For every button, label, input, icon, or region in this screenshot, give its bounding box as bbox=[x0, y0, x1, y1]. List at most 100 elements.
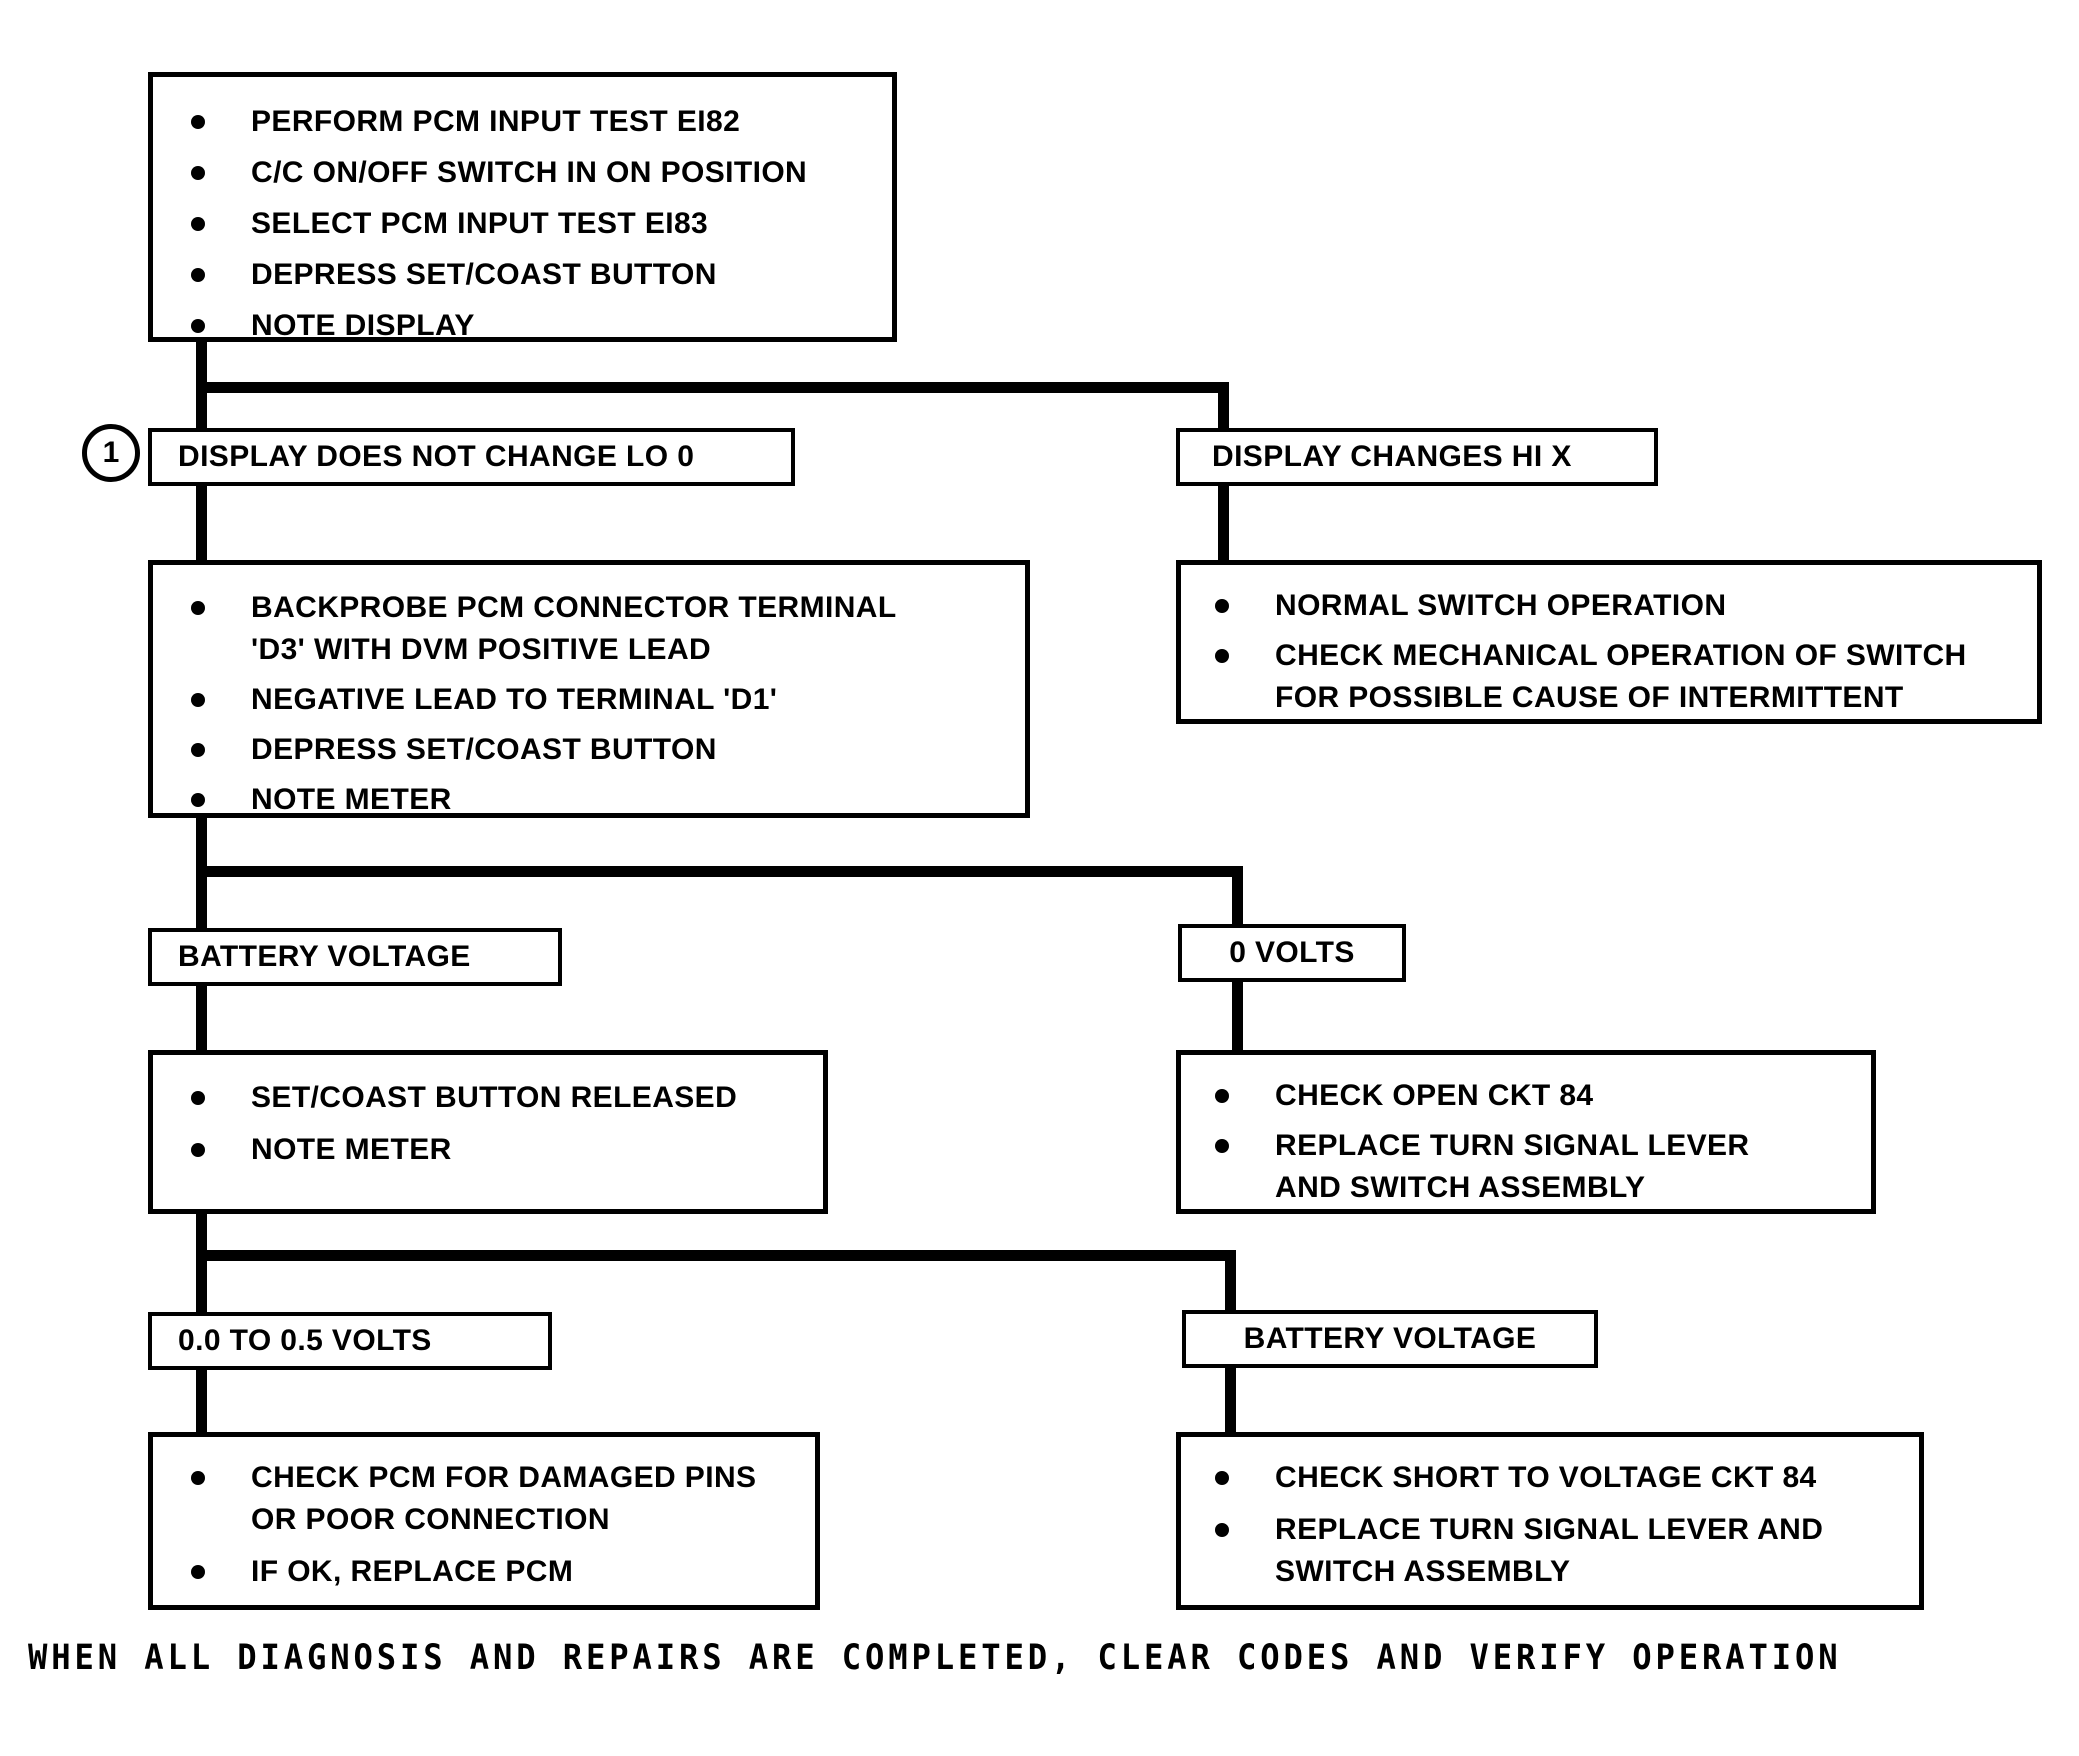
list-item: C/C ON/OFF SWITCH IN ON POSITION bbox=[191, 152, 930, 194]
list-item: NOTE METER bbox=[191, 1129, 861, 1171]
short-ckt-bullet-list: CHECK SHORT TO VOLTAGE CKT 84 REPLACE TU… bbox=[1181, 1437, 1953, 1593]
list-item: NOTE METER bbox=[191, 779, 1063, 821]
list-item: CHECK MECHANICAL OPERATION OF SWITCH FOR… bbox=[1215, 635, 2071, 719]
node-released-test: SET/COAST BUTTON RELEASED NOTE METER bbox=[148, 1050, 828, 1214]
list-item: CHECK OPEN CKT 84 bbox=[1215, 1075, 1905, 1117]
node-display-does-not-change: DISPLAY DOES NOT CHANGE LO 0 bbox=[148, 428, 795, 486]
connector-drop-left-3 bbox=[196, 1250, 207, 1318]
node-short-ckt: CHECK SHORT TO VOLTAGE CKT 84 REPLACE TU… bbox=[1176, 1432, 1924, 1610]
bullet-icon bbox=[191, 268, 205, 282]
open-ckt-item-0: CHECK OPEN CKT 84 bbox=[1275, 1079, 1594, 1112]
short-ckt-item-1: REPLACE TURN SIGNAL LEVER AND SWITCH ASS… bbox=[1275, 1513, 1824, 1588]
list-item: BACKPROBE PCM CONNECTOR TERMINAL 'D3' WI… bbox=[191, 587, 1063, 671]
start-test-item-0: PERFORM PCM INPUT TEST EI82 bbox=[251, 105, 741, 138]
connector-split-bar-3 bbox=[196, 1250, 1236, 1261]
list-item: SET/COAST BUTTON RELEASED bbox=[191, 1077, 861, 1119]
connector-battery1-to-released bbox=[196, 982, 207, 1054]
bullet-icon bbox=[1215, 599, 1229, 613]
bullet-icon bbox=[1215, 1523, 1229, 1537]
connector-drop-left-1 bbox=[196, 382, 207, 430]
connector-split-bar-2 bbox=[196, 866, 1243, 877]
backprobe-item-1: NEGATIVE LEAD TO TERMINAL 'D1' bbox=[251, 683, 778, 716]
node-backprobe-test: BACKPROBE PCM CONNECTOR TERMINAL 'D3' WI… bbox=[148, 560, 1030, 818]
bullet-icon bbox=[191, 1471, 205, 1485]
backprobe-bullet-list: BACKPROBE PCM CONNECTOR TERMINAL 'D3' WI… bbox=[153, 565, 1063, 821]
normal-switch-item-0: NORMAL SWITCH OPERATION bbox=[1275, 589, 1727, 622]
list-item: SELECT PCM INPUT TEST EI83 bbox=[191, 203, 930, 245]
start-test-item-4: NOTE DISPLAY bbox=[251, 309, 475, 342]
connector-backprobe-stub bbox=[196, 812, 207, 872]
node-normal-switch: NORMAL SWITCH OPERATION CHECK MECHANICAL… bbox=[1176, 560, 2042, 724]
footer-note: WHEN ALL DIAGNOSIS AND REPAIRS ARE COMPL… bbox=[28, 1638, 1842, 1678]
connector-drop-right-3 bbox=[1225, 1250, 1236, 1318]
list-item: PERFORM PCM INPUT TEST EI82 bbox=[191, 101, 930, 143]
battery-voltage-1-label: BATTERY VOLTAGE bbox=[178, 940, 471, 973]
connector-lowvolts-to-pcmcheck bbox=[196, 1368, 207, 1436]
connector-battery2-to-shortckt bbox=[1225, 1368, 1236, 1436]
bullet-icon bbox=[191, 693, 205, 707]
node-start-test: PERFORM PCM INPUT TEST EI82 C/C ON/OFF S… bbox=[148, 72, 897, 342]
connector-drop-right-1 bbox=[1218, 382, 1229, 430]
node-display-changes: DISPLAY CHANGES HI X bbox=[1176, 428, 1658, 486]
bullet-icon bbox=[1215, 1139, 1229, 1153]
pcm-check-bullet-list: CHECK PCM FOR DAMAGED PINS OR POOR CONNE… bbox=[153, 1437, 853, 1593]
bullet-icon bbox=[191, 1565, 205, 1579]
bullet-icon bbox=[1215, 649, 1229, 663]
connector-start-stub bbox=[196, 340, 207, 388]
bullet-icon bbox=[191, 601, 205, 615]
backprobe-item-0: BACKPROBE PCM CONNECTOR TERMINAL 'D3' WI… bbox=[251, 591, 897, 666]
backprobe-item-2: DEPRESS SET/COAST BUTTON bbox=[251, 733, 717, 766]
bullet-icon bbox=[1215, 1089, 1229, 1103]
short-ckt-item-0: CHECK SHORT TO VOLTAGE CKT 84 bbox=[1275, 1461, 1817, 1494]
bullet-icon bbox=[191, 1143, 205, 1157]
released-test-item-1: NOTE METER bbox=[251, 1133, 452, 1166]
list-item: NOTE DISPLAY bbox=[191, 305, 930, 347]
bullet-icon bbox=[191, 793, 205, 807]
normal-switch-bullet-list: NORMAL SWITCH OPERATION CHECK MECHANICAL… bbox=[1181, 565, 2071, 719]
list-item: NORMAL SWITCH OPERATION bbox=[1215, 585, 2071, 627]
node-open-ckt: CHECK OPEN CKT 84 REPLACE TURN SIGNAL LE… bbox=[1176, 1050, 1876, 1214]
connector-drop-left-2 bbox=[196, 866, 207, 932]
connector-drop-right-2 bbox=[1232, 866, 1243, 932]
connector-split-bar-1 bbox=[196, 382, 1229, 393]
list-item: CHECK PCM FOR DAMAGED PINS OR POOR CONNE… bbox=[191, 1457, 853, 1541]
node-pcm-check: CHECK PCM FOR DAMAGED PINS OR POOR CONNE… bbox=[148, 1432, 820, 1610]
start-test-item-2: SELECT PCM INPUT TEST EI83 bbox=[251, 207, 709, 240]
list-item: NEGATIVE LEAD TO TERMINAL 'D1' bbox=[191, 679, 1063, 721]
connector-released-stub bbox=[196, 1166, 207, 1266]
normal-switch-item-1: CHECK MECHANICAL OPERATION OF SWITCH FOR… bbox=[1275, 639, 1967, 714]
start-test-item-1: C/C ON/OFF SWITCH IN ON POSITION bbox=[251, 156, 808, 189]
bullet-icon bbox=[191, 1091, 205, 1105]
low-volts-label: 0.0 TO 0.5 VOLTS bbox=[178, 1324, 432, 1357]
node-battery-voltage-2: BATTERY VOLTAGE bbox=[1182, 1310, 1598, 1368]
bullet-icon bbox=[191, 115, 205, 129]
step-marker-1: 1 bbox=[82, 424, 140, 482]
connector-zero-to-openckt bbox=[1232, 982, 1243, 1054]
bullet-icon bbox=[191, 743, 205, 757]
start-test-bullet-list: PERFORM PCM INPUT TEST EI82 C/C ON/OFF S… bbox=[153, 77, 930, 347]
node-low-volts: 0.0 TO 0.5 VOLTS bbox=[148, 1312, 552, 1370]
bullet-icon bbox=[191, 217, 205, 231]
connector-left-1-to-backprobe bbox=[196, 480, 207, 565]
open-ckt-item-1: REPLACE TURN SIGNAL LEVER AND SWITCH ASS… bbox=[1275, 1129, 1750, 1204]
list-item: REPLACE TURN SIGNAL LEVER AND SWITCH ASS… bbox=[1215, 1125, 1905, 1209]
list-item: CHECK SHORT TO VOLTAGE CKT 84 bbox=[1215, 1457, 1953, 1499]
backprobe-item-3: NOTE METER bbox=[251, 783, 452, 816]
battery-voltage-2-label: BATTERY VOLTAGE bbox=[1243, 1322, 1537, 1355]
display-does-not-change-label: DISPLAY DOES NOT CHANGE LO 0 bbox=[178, 440, 695, 473]
list-item: DEPRESS SET/COAST BUTTON bbox=[191, 254, 930, 296]
pcm-check-item-1: IF OK, REPLACE PCM bbox=[251, 1555, 574, 1588]
node-zero-volts: 0 VOLTS bbox=[1178, 924, 1406, 982]
start-test-item-3: DEPRESS SET/COAST BUTTON bbox=[251, 258, 717, 291]
released-test-bullet-list: SET/COAST BUTTON RELEASED NOTE METER bbox=[153, 1055, 861, 1171]
released-test-item-0: SET/COAST BUTTON RELEASED bbox=[251, 1081, 738, 1114]
display-changes-label: DISPLAY CHANGES HI X bbox=[1212, 440, 1572, 473]
node-battery-voltage-1: BATTERY VOLTAGE bbox=[148, 928, 562, 986]
list-item: DEPRESS SET/COAST BUTTON bbox=[191, 729, 1063, 771]
bullet-icon bbox=[1215, 1471, 1229, 1485]
pcm-check-item-0: CHECK PCM FOR DAMAGED PINS OR POOR CONNE… bbox=[251, 1461, 757, 1536]
bullet-icon bbox=[191, 319, 205, 333]
zero-volts-label: 0 VOLTS bbox=[1229, 936, 1355, 969]
list-item: REPLACE TURN SIGNAL LEVER AND SWITCH ASS… bbox=[1215, 1509, 1953, 1593]
